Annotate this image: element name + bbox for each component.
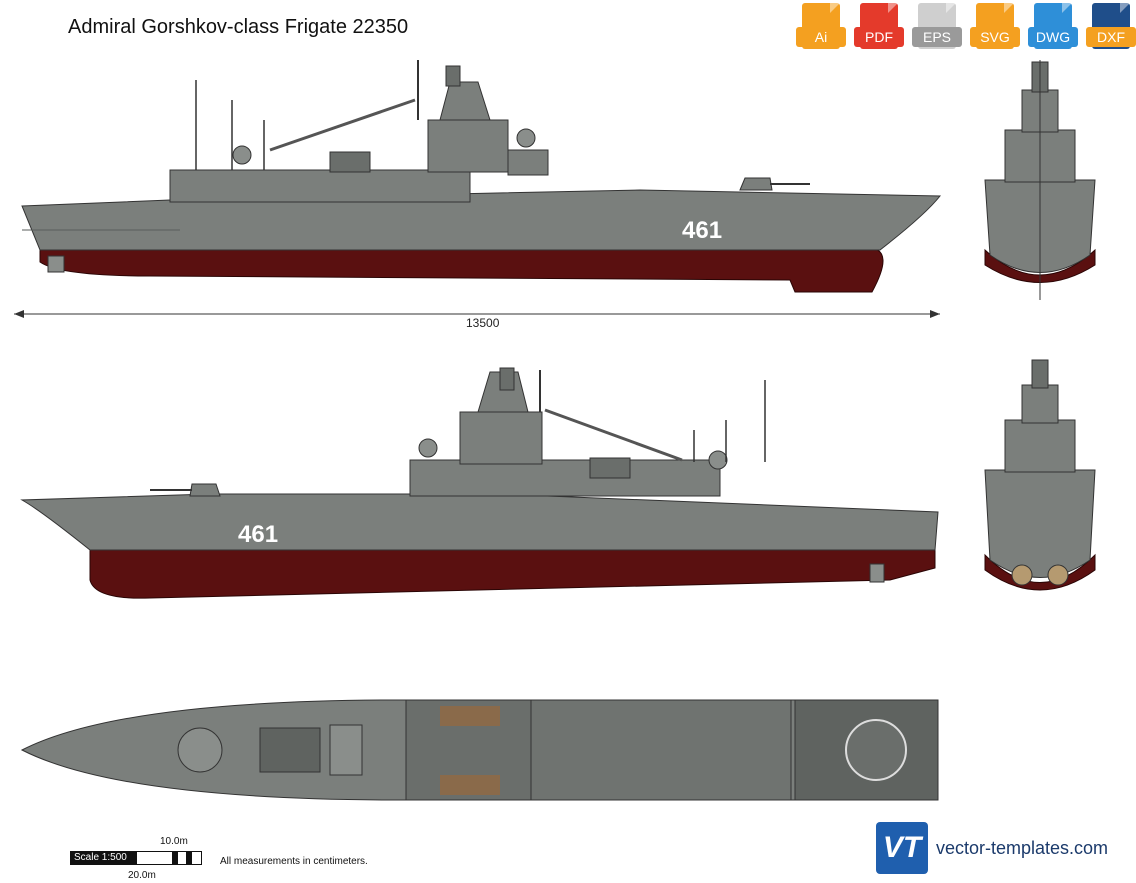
vt-logo[interactable]: VT	[876, 822, 928, 874]
side-view-starboard: 461	[21, 60, 942, 293]
scale-label: Scale 1:500	[70, 851, 140, 865]
front-view	[984, 60, 1096, 300]
page-title: Admiral Gorshkov-class Frigate 22350	[68, 16, 409, 38]
measurements-note: All measurements in centimeters.	[220, 856, 368, 867]
top-view	[20, 699, 939, 801]
format-badges: Ai PDF EPS SVG DWG DXF	[796, 3, 1136, 49]
rear-view	[984, 359, 1096, 591]
scale-tick-10m: 10.0m	[160, 836, 188, 847]
length-dimension: 13500	[466, 316, 500, 330]
format-dxf-button[interactable]: DXF	[1086, 3, 1136, 49]
format-ai-button[interactable]: Ai	[796, 3, 846, 49]
format-pdf-button[interactable]: PDF	[854, 3, 904, 49]
hull-number-top: 461	[682, 217, 722, 244]
format-svg-button[interactable]: SVG	[970, 3, 1020, 49]
format-eps-button[interactable]: EPS	[912, 3, 962, 49]
hull-number-bottom: 461	[238, 521, 278, 548]
site-link[interactable]: vector-templates.com	[936, 838, 1109, 858]
scale-tick-20m: 20.0m	[128, 870, 156, 881]
side-view-port: 461	[20, 367, 939, 599]
format-dwg-button[interactable]: DWG	[1028, 3, 1078, 49]
dimension-line	[14, 310, 940, 318]
